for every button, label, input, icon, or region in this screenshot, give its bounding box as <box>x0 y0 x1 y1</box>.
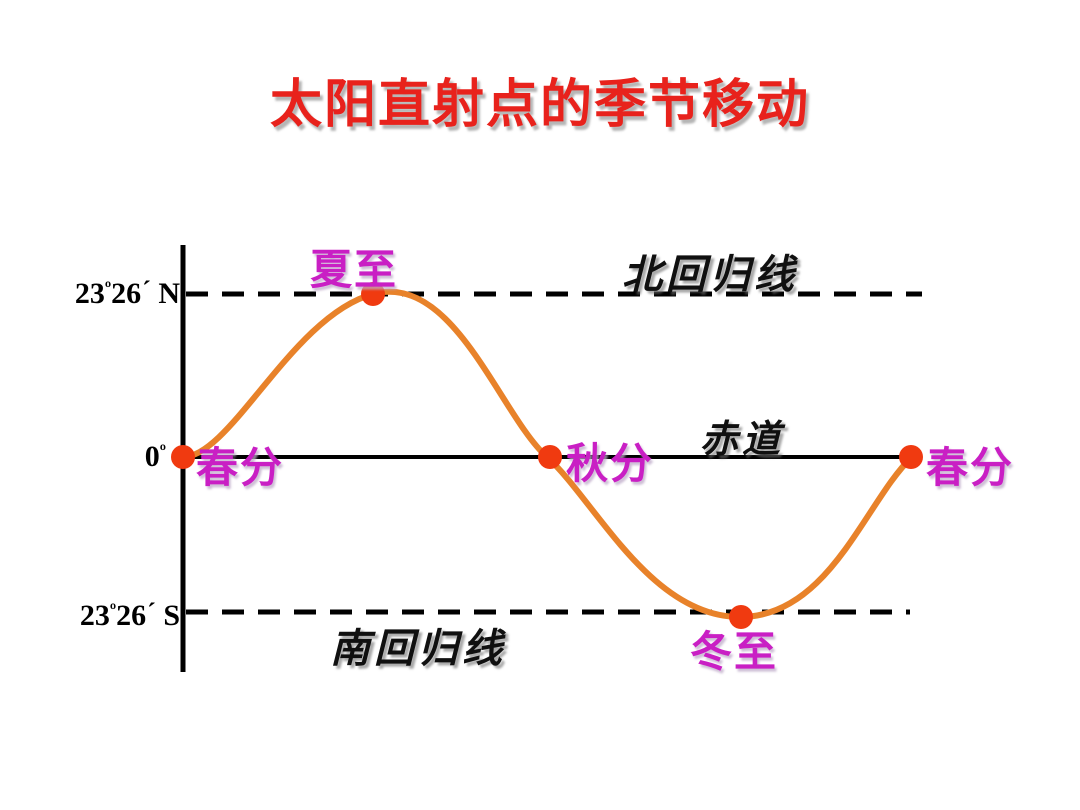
marker-summer-solstice <box>361 282 385 306</box>
annotation-tropic-of-capricorn: 南回归线 <box>330 625 506 672</box>
marker-spring-equinox-end <box>899 445 923 469</box>
season-label-winter-solstice: 冬至 <box>690 627 779 676</box>
axis-label-zero-degree: º <box>159 441 166 462</box>
axis-label-south-hemisphere: S <box>163 599 180 632</box>
annotation-tropic-of-cancer: 北回归线 <box>622 251 798 298</box>
axis-label-south-degree: º <box>109 600 117 621</box>
season-label-spring-equinox-start: 春分 <box>196 443 285 492</box>
axis-label-south-minutes: 26 <box>116 599 147 632</box>
season-label-spring-equinox-end: 春分 <box>926 443 1015 492</box>
annotation-equator: 赤道 <box>700 416 785 461</box>
axis-label-south: 23º26´ S <box>14 598 180 633</box>
axis-label-north: 23º26´ N <box>14 276 180 311</box>
axis-label-north-prime: ´ <box>142 276 151 305</box>
axis-label-north-degree: º <box>104 278 112 299</box>
axis-label-zero: 0º <box>14 440 166 474</box>
page-title: 太阳直射点的季节移动 <box>269 74 810 135</box>
marker-spring-equinox-start <box>171 445 195 469</box>
season-label-autumn-equinox: 秋分 <box>566 439 655 488</box>
marker-autumn-equinox <box>538 445 562 469</box>
season-label-summer-solstice: 夏至 <box>310 245 399 294</box>
axis-label-north-minutes: 26 <box>111 277 142 310</box>
axis-label-south-prime: ´ <box>147 598 156 627</box>
marker-winter-solstice <box>729 605 753 629</box>
axis-label-north-hemisphere: N <box>158 277 180 310</box>
axis-label-zero-value: 0 <box>144 440 160 473</box>
axis-label-south-value: 23 <box>79 599 110 632</box>
axis-label-north-value: 23 <box>74 277 105 310</box>
